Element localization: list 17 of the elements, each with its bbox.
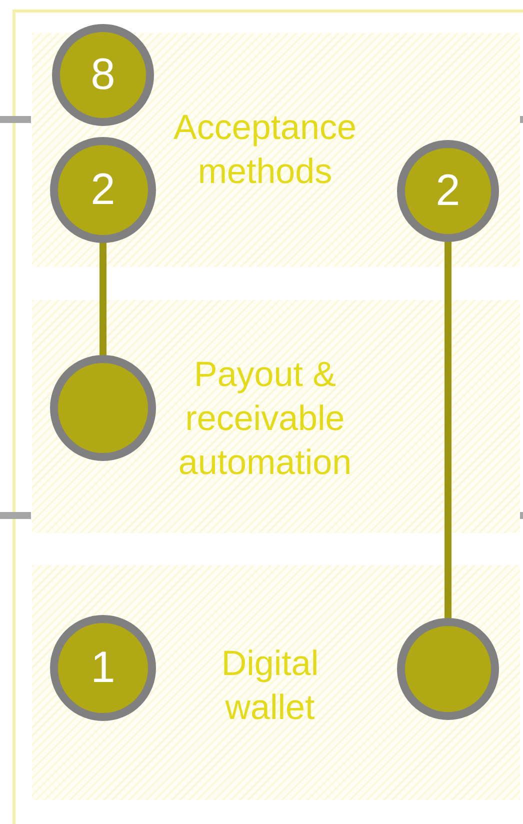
category-band — [32, 565, 520, 800]
category-label: Acceptance methods — [172, 107, 358, 193]
number-circle — [50, 615, 156, 721]
count-number: 2 — [436, 169, 460, 213]
connector-line — [100, 241, 106, 357]
category-label: Digital wallet — [220, 643, 320, 729]
category-label: Payout & receivable automation — [177, 354, 353, 484]
circle-marker — [397, 618, 499, 720]
count-number: 8 — [90, 53, 116, 97]
category-band — [32, 300, 520, 533]
number-circle — [50, 137, 156, 243]
number-circle — [397, 140, 499, 242]
count-number: 2 — [90, 168, 116, 212]
count-number: 1 — [90, 646, 116, 690]
circle-marker — [50, 355, 156, 461]
number-circle — [52, 24, 154, 126]
connector-line — [444, 240, 452, 620]
